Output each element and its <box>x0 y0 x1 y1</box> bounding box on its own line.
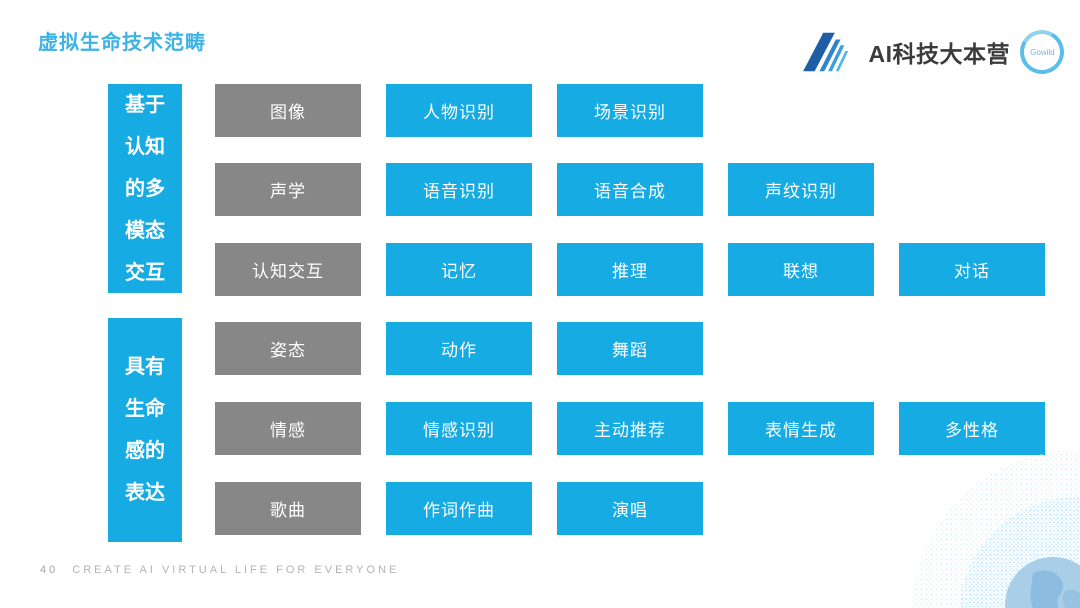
tech-box-speech-recognition: 语音识别 <box>386 163 532 216</box>
tech-box-memory: 记忆 <box>386 243 532 296</box>
tech-box-dialogue: 对话 <box>899 243 1045 296</box>
tech-box-reasoning: 推理 <box>557 243 703 296</box>
tech-box-motion: 动作 <box>386 322 532 375</box>
tech-box-voiceprint-recognition: 声纹识别 <box>728 163 874 216</box>
brand-logo-text: AI科技大本营 <box>868 41 1010 67</box>
page-number: 40 <box>40 564 59 576</box>
category-box-acoustics: 声学 <box>215 163 361 216</box>
category-box-image: 图像 <box>215 84 361 137</box>
tech-box-proactive-recommendation: 主动推荐 <box>557 402 703 455</box>
tech-box-multi-personality: 多性格 <box>899 402 1045 455</box>
category-box-cognitive-interaction: 认知交互 <box>215 243 361 296</box>
row-image: 图像 人物识别 场景识别 <box>215 84 703 137</box>
page-title: 虚拟生命技术范畴 <box>38 32 206 54</box>
brand-logo: AI科技大本营 Gowild <box>801 25 1069 79</box>
row-cognitive-interaction: 认知交互 记忆 推理 联想 对话 <box>215 243 1045 296</box>
footer-tagline: CREATE AI VIRTUAL LIFE FOR EVERYONE <box>72 564 400 576</box>
tech-box-speech-synthesis: 语音合成 <box>557 163 703 216</box>
tech-box-expression-generation: 表情生成 <box>728 402 874 455</box>
tech-box-scene-recognition: 场景识别 <box>557 84 703 137</box>
row-emotion: 情感 情感识别 主动推荐 表情生成 多性格 <box>215 402 1045 455</box>
row-posture: 姿态 动作 舞蹈 <box>215 322 703 375</box>
category-box-emotion: 情感 <box>215 402 361 455</box>
group-label-lifelike-expression: 具有 生命 感的 表达 <box>108 318 182 542</box>
group-label-multimodal-interaction: 基于 认知 的多 模态 交互 <box>108 84 182 293</box>
tech-box-singing: 演唱 <box>557 482 703 535</box>
tech-box-emotion-recognition: 情感识别 <box>386 402 532 455</box>
gowild-badge-icon: Gowild <box>1015 25 1069 79</box>
tech-box-lyrics-composition: 作词作曲 <box>386 482 532 535</box>
category-box-song: 歌曲 <box>215 482 361 535</box>
row-acoustics: 声学 语音识别 语音合成 声纹识别 <box>215 163 874 216</box>
tech-box-person-recognition: 人物识别 <box>386 84 532 137</box>
category-box-posture: 姿态 <box>215 322 361 375</box>
mountain-logo-icon <box>802 32 848 72</box>
gowild-badge-text: Gowild <box>1029 47 1055 57</box>
tech-box-association: 联想 <box>728 243 874 296</box>
slide-footer: 40 CREATE AI VIRTUAL LIFE FOR EVERYONE <box>40 564 399 576</box>
tech-box-dance: 舞蹈 <box>557 322 703 375</box>
row-song: 歌曲 作词作曲 演唱 <box>215 482 703 535</box>
globe-decoration <box>912 450 1080 608</box>
